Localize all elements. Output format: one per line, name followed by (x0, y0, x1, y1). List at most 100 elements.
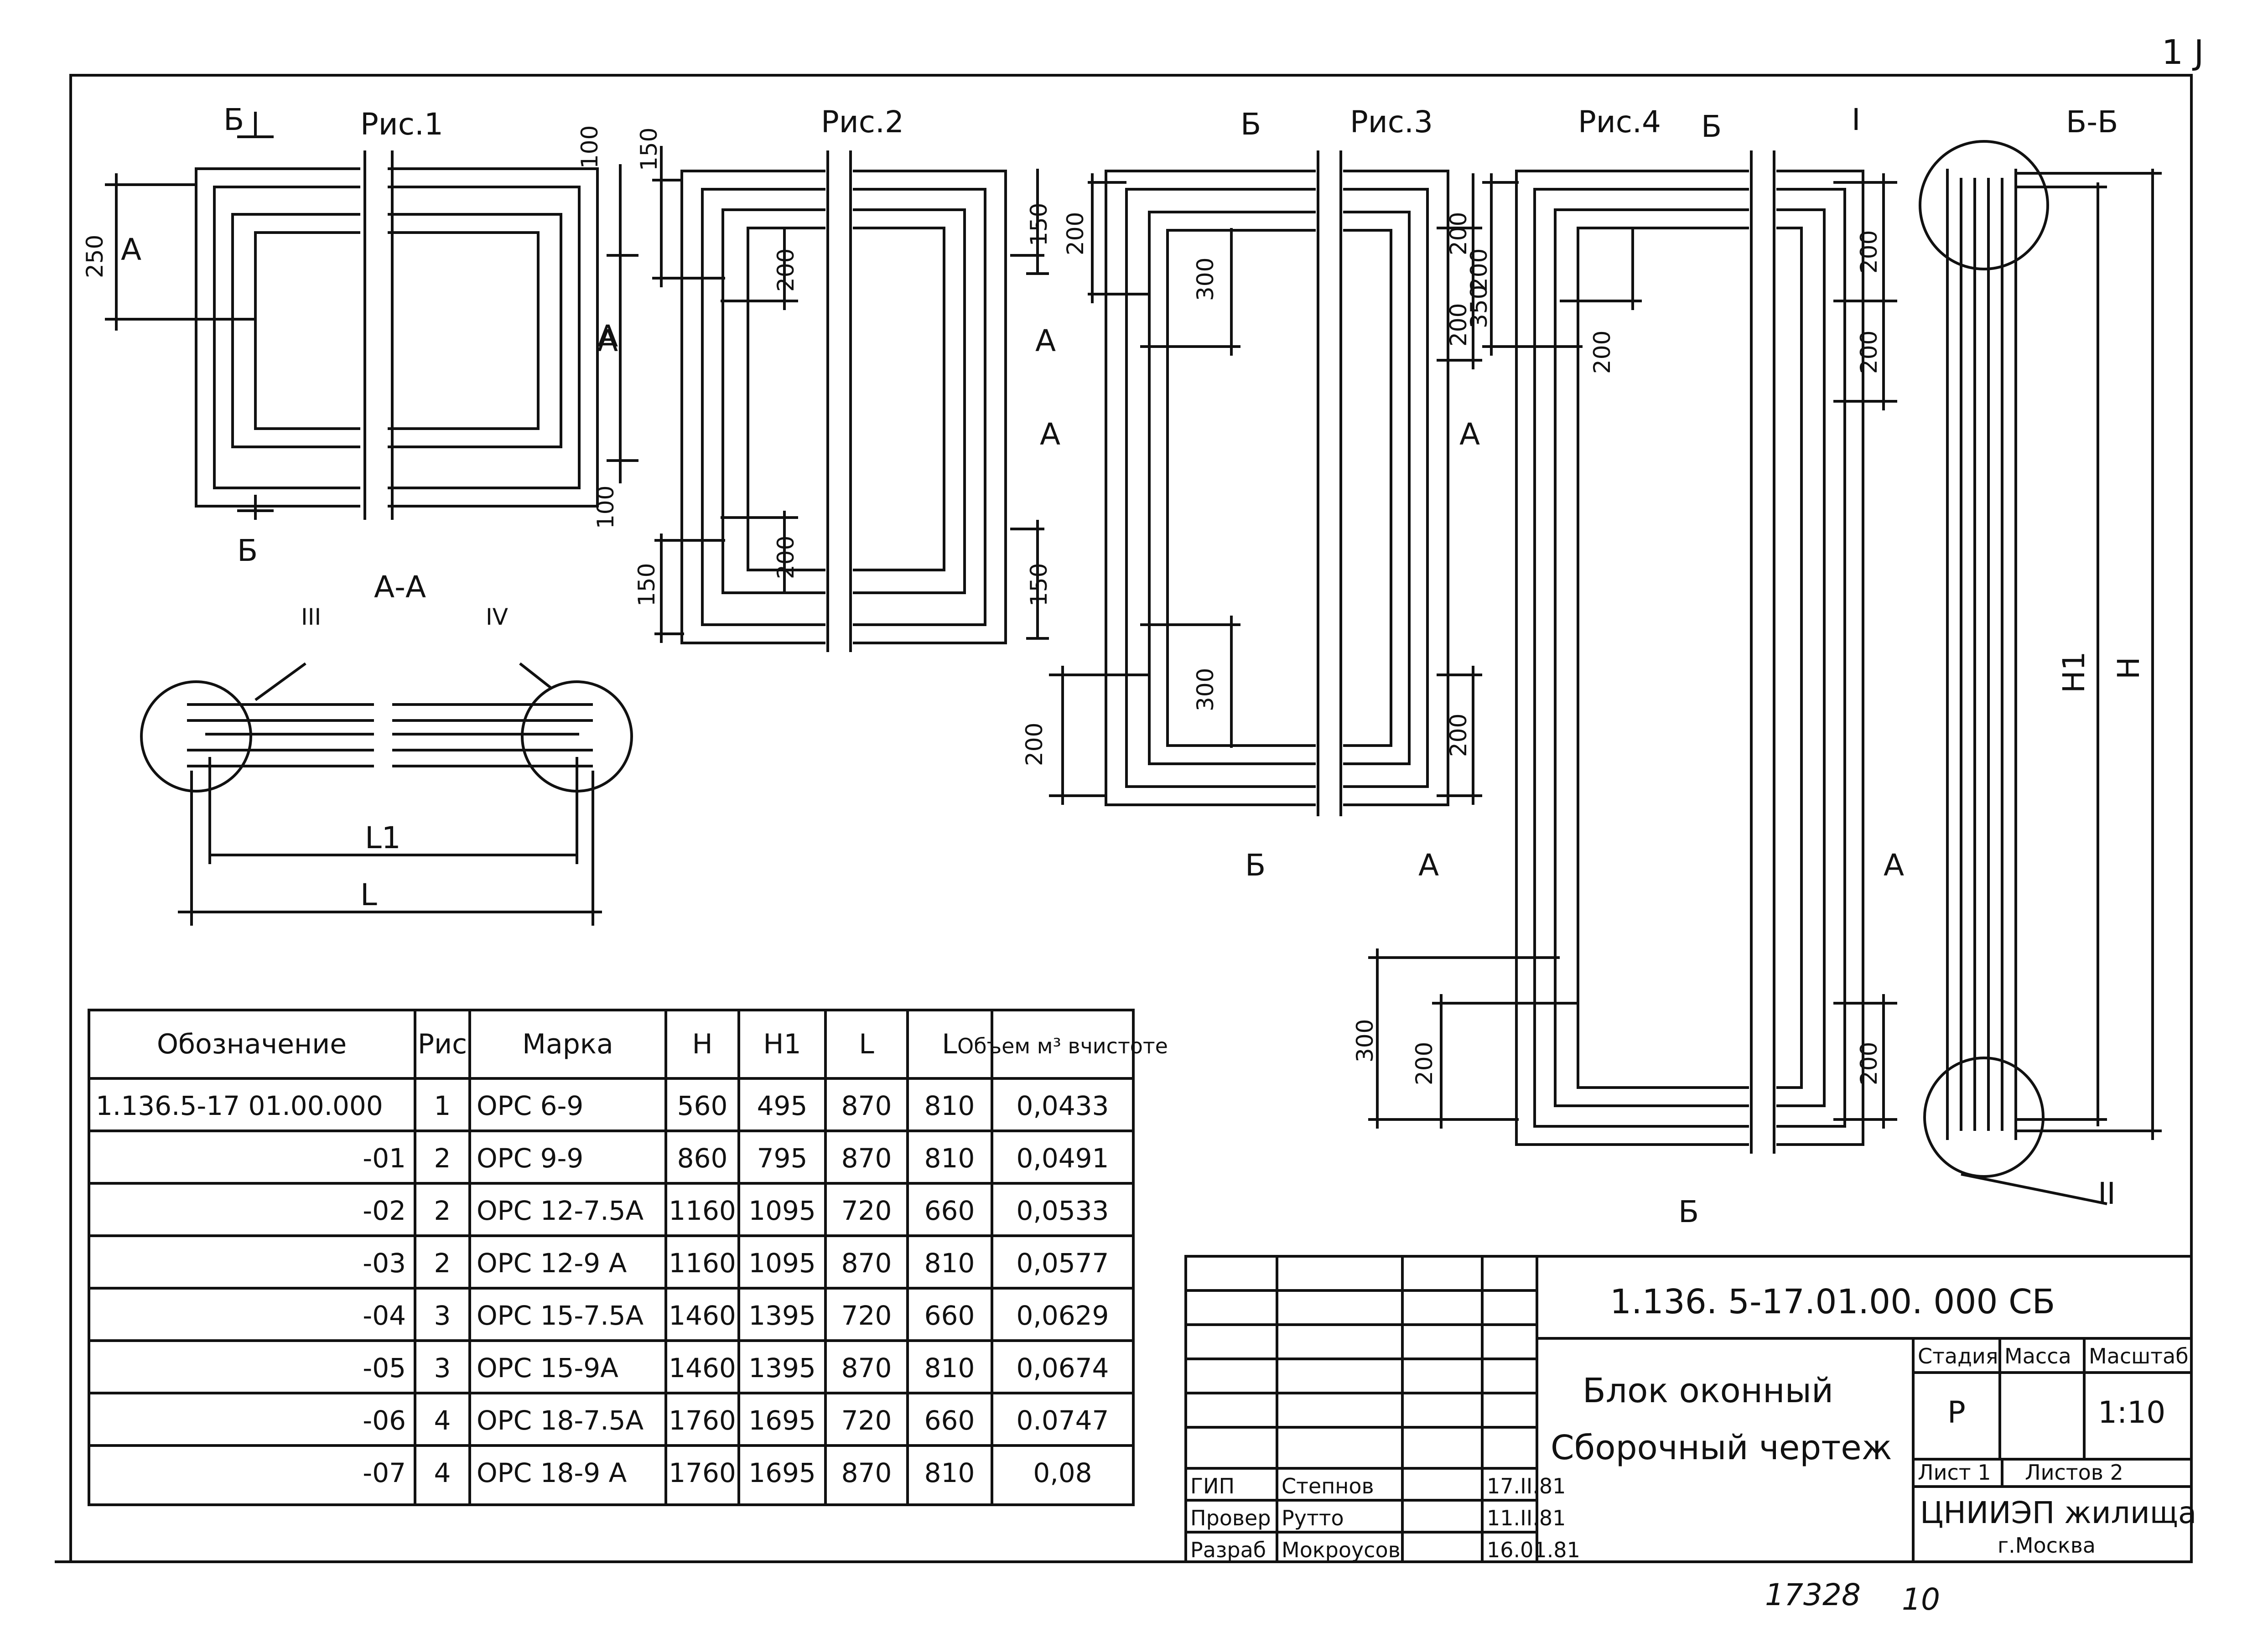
spec-cell: 1095 (748, 1248, 816, 1279)
section-bb-label: Б-Б (2066, 104, 2118, 140)
spec-cell: 1160 (669, 1248, 736, 1279)
fig3-section-a-left: А (1040, 417, 1060, 452)
fig2-dim-150-right-top: 150 (1026, 203, 1052, 246)
spec-cell: 810 (924, 1248, 975, 1279)
fig3-label: Рис.3 (1350, 104, 1433, 140)
spec-cell: 1760 (669, 1405, 736, 1436)
mass-label: Масса (2004, 1344, 2071, 1368)
fig4-dim-200-left-top: 200 (1466, 249, 1492, 292)
fig2-dim-200-bottom: 200 (773, 536, 799, 579)
spec-cell: 795 (757, 1143, 808, 1174)
fig2-dim-150-right-bottom: 150 (1026, 563, 1052, 606)
spec-cell: 720 (841, 1195, 892, 1226)
role-date: 16.01.81 (1487, 1538, 1580, 1562)
spec-cell: 560 (677, 1090, 728, 1121)
role-title: ГИП (1190, 1474, 1235, 1498)
spec-cell: 495 (757, 1090, 808, 1121)
dim-l1: L1 (365, 820, 401, 855)
title-block-grid (1184, 1255, 2193, 1563)
fig3-dim-200-right-top: 200 (1445, 212, 1472, 255)
spec-cell: 720 (841, 1405, 892, 1436)
fig2-section-a-left: А (597, 319, 618, 354)
figure-2 (652, 146, 1049, 652)
spec-cell: 2 (434, 1195, 451, 1226)
fig2-section-a-right: А (1035, 323, 1056, 358)
org-line2: г.Москва (1998, 1533, 2096, 1558)
fig4-dim-200-right-mid: 200 (1856, 331, 1882, 374)
fig1-section-a-left: А (121, 232, 141, 267)
fig4-dim-300-bottom: 300 (1352, 1019, 1378, 1062)
spec-header-7: Объем м³ вчистоте (957, 1034, 1168, 1058)
spec-header-3: H (692, 1028, 712, 1060)
spec-cell: 1760 (669, 1457, 736, 1488)
spec-cell-designation: 1.136.5-17 01.00.000 (96, 1090, 383, 1121)
fig3-dim-300-top: 300 (1192, 258, 1219, 301)
spec-header-2: Марка (522, 1028, 613, 1060)
node-iv-label: IV (486, 604, 508, 630)
fig3-dim-200-right-mid: 200 (1445, 303, 1472, 347)
spec-cell-designation: -01 (363, 1143, 406, 1174)
role-name: Рутто (1282, 1506, 1344, 1530)
doc-name-line1: Блок оконный (1583, 1371, 1833, 1410)
spec-cell: 1095 (748, 1195, 816, 1226)
spec-cell: 1395 (748, 1352, 816, 1383)
section-bb (1919, 140, 2162, 1205)
fig2-dim-150-bottom: 150 (633, 563, 660, 606)
spec-cell-mark: ОРС 18-9 А (477, 1457, 627, 1488)
scale-label: Масштаб (2089, 1344, 2189, 1368)
fig1-dim-100-bottom: 100 (592, 486, 619, 529)
dim-l: L (360, 877, 377, 912)
spec-cell: 0,0629 (1017, 1300, 1109, 1331)
spec-cell: 870 (841, 1143, 892, 1174)
fig2-dim-200-top: 200 (773, 249, 799, 292)
stage-value: Р (1947, 1395, 1966, 1430)
spec-cell: 0,0577 (1017, 1248, 1109, 1279)
spec-cell-designation: -03 (363, 1248, 406, 1279)
doc-code: 1.136. 5-17.01.00. 000 СБ (1610, 1282, 2055, 1321)
spec-cell: 0,0433 (1017, 1090, 1109, 1121)
spec-header-4: H1 (763, 1028, 801, 1060)
spec-cell-mark: ОРС 6-9 (477, 1090, 583, 1121)
spec-cell-mark: ОРС 15-7.5А (477, 1300, 644, 1331)
role-date: 17.II.81 (1487, 1474, 1566, 1498)
fig2-dim-150-top: 150 (636, 128, 662, 171)
fig1-section-a-right: А (597, 323, 618, 358)
spec-cell-mark: ОРС 9-9 (477, 1143, 583, 1174)
fig1-section-b-bottom: Б (237, 533, 258, 568)
spec-header-1: Рис (418, 1028, 467, 1060)
spec-cell-mark: ОРС 12-7.5А (477, 1195, 644, 1226)
sheets-total: Листов 2 (2025, 1460, 2123, 1485)
spec-cell-mark: ОРС 18-7.5А (477, 1405, 644, 1436)
spec-cell: 0,08 (1033, 1457, 1092, 1488)
fig3-dim-200-right-bottom: 200 (1445, 714, 1472, 757)
node-i-label: I (1852, 102, 1860, 137)
figure-4 (1368, 150, 1897, 1154)
spec-cell-mark: ОРС 12-9 А (477, 1248, 627, 1279)
spec-cell: 870 (841, 1090, 892, 1121)
spec-cell: 1160 (669, 1195, 736, 1226)
spec-cell-designation: -02 (363, 1195, 406, 1226)
spec-header-0: Обозначение (157, 1028, 347, 1060)
fig2-label: Рис.2 (821, 104, 904, 140)
role-title: Провер (1190, 1506, 1271, 1530)
fig1-label: Рис.1 (360, 107, 443, 142)
role-name: Степнов (1282, 1474, 1374, 1498)
spec-cell: 870 (841, 1352, 892, 1383)
page-number: 10 (1902, 1582, 1940, 1617)
fig4-section-b-bottom: Б (1678, 1194, 1699, 1229)
spec-cell: 660 (924, 1300, 975, 1331)
doc-name-line2: Сборочный чертеж (1551, 1428, 1892, 1467)
section-aa (140, 662, 633, 926)
node-iii-label: III (301, 604, 321, 630)
spec-cell: 0.0747 (1017, 1405, 1109, 1436)
role-name: Мокроусов (1282, 1538, 1401, 1562)
spec-cell: 4 (434, 1405, 451, 1436)
fig1-section-b-top: Б (223, 102, 244, 137)
spec-cell-designation: -06 (363, 1405, 406, 1436)
org-line1: ЦНИИЭП жилища (1920, 1495, 2196, 1530)
sheet-frame (69, 74, 2193, 1563)
scale-value: 1:10 (2098, 1395, 2165, 1430)
fig4-dim-200-inner: 200 (1589, 331, 1615, 374)
